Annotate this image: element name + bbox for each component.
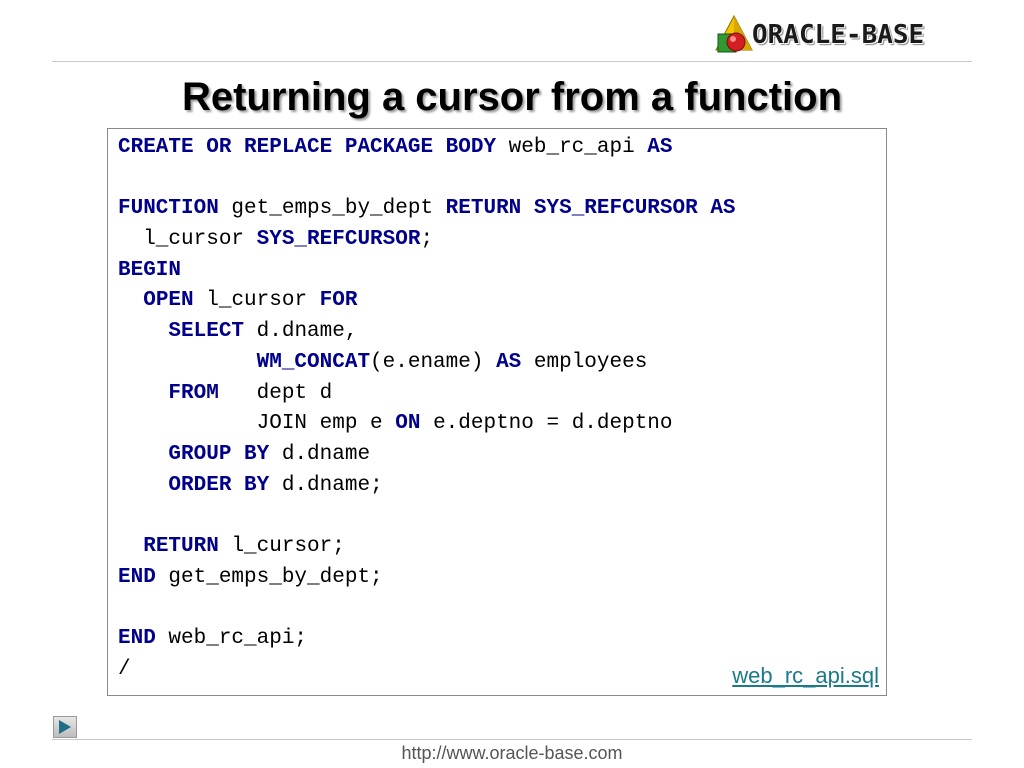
source-file-link[interactable]: web_rc_api.sql — [732, 663, 879, 688]
code-keyword: SYS_REFCURSOR — [256, 228, 421, 252]
code-text — [118, 535, 143, 558]
code-text: web_rc_api; — [155, 627, 308, 650]
code-keyword: ORDER BY — [168, 473, 270, 497]
code-line — [118, 164, 736, 195]
code-text: get_emps_by_dept; — [155, 565, 383, 589]
code-keyword: END — [118, 627, 156, 650]
code-line: BEGIN — [118, 256, 736, 287]
code-text — [118, 382, 168, 405]
code-keyword: RETURN — [143, 534, 219, 558]
code-line: FROM dept d — [118, 379, 736, 410]
code-text — [118, 351, 257, 374]
code-text — [118, 443, 168, 466]
code-text — [118, 474, 168, 497]
code-keyword: RETURN SYS_REFCURSOR AS — [445, 197, 736, 221]
code-line: / — [118, 655, 736, 686]
code-line: SELECT d.dname, — [118, 317, 736, 348]
code-keyword: SELECT — [168, 320, 245, 344]
code-keyword: FOR — [319, 289, 358, 313]
code-text: l_cursor — [118, 228, 257, 252]
code-keyword: FUNCTION — [118, 197, 219, 221]
code-text — [118, 320, 168, 343]
code-block: CREATE OR REPLACE PACKAGE BODY web_rc_ap… — [118, 133, 736, 685]
oracle-base-logo: ORACLE-BASE — [712, 14, 974, 60]
code-text: ; — [420, 228, 434, 252]
code-text: JOIN emp e — [118, 412, 396, 436]
code-text: d.dname; — [269, 473, 383, 497]
code-line: END get_emps_by_dept; — [118, 563, 736, 594]
code-keyword: END — [118, 565, 156, 589]
code-line: ORDER BY d.dname; — [118, 471, 736, 502]
code-line: OPEN l_cursor FOR — [118, 286, 736, 317]
cube-sphere-logo-icon — [715, 14, 753, 53]
code-keyword: AS — [647, 136, 673, 159]
code-line — [118, 501, 736, 532]
code-line: WM_CONCAT(e.ename) AS employees — [118, 348, 736, 379]
code-text: web_rc_api — [496, 136, 648, 159]
slide-title: Returning a cursor from a function — [181, 75, 843, 119]
play-arrow-icon — [59, 720, 71, 734]
code-line: RETURN l_cursor; — [118, 532, 736, 563]
code-keyword: BEGIN — [118, 258, 182, 282]
code-line: FUNCTION get_emps_by_dept RETURN SYS_REF… — [118, 194, 736, 225]
code-keyword: AS — [496, 350, 522, 374]
code-keyword: OPEN — [143, 289, 194, 313]
code-text — [118, 289, 143, 312]
code-line: GROUP BY d.dname — [118, 440, 736, 471]
footer-divider — [52, 739, 972, 740]
code-text: (e.ename) — [370, 350, 497, 374]
code-keyword: ON — [395, 412, 421, 436]
next-slide-button[interactable] — [53, 716, 77, 738]
code-text: d.dname — [269, 442, 371, 466]
code-line — [118, 593, 736, 624]
header-divider — [52, 61, 972, 62]
code-panel: CREATE OR REPLACE PACKAGE BODY web_rc_ap… — [107, 128, 887, 696]
code-text: employees — [521, 350, 648, 374]
code-line: CREATE OR REPLACE PACKAGE BODY web_rc_ap… — [118, 133, 736, 164]
code-keyword: WM_CONCAT — [256, 350, 371, 374]
code-line: l_cursor SYS_REFCURSOR; — [118, 225, 736, 256]
code-line: JOIN emp e ON e.deptno = d.deptno — [118, 409, 736, 440]
code-text: dept d — [218, 381, 333, 405]
code-text: l_cursor — [193, 289, 320, 313]
code-line: END web_rc_api; — [118, 624, 736, 655]
code-keyword: CREATE OR REPLACE PACKAGE BODY — [118, 136, 497, 159]
code-text: get_emps_by_dept — [218, 197, 446, 221]
code-keyword: FROM — [168, 381, 219, 405]
code-text: / — [118, 657, 131, 681]
code-text: e.deptno = d.deptno — [420, 412, 673, 436]
logo-text: ORACLE-BASE — [752, 20, 925, 50]
code-keyword: GROUP BY — [168, 442, 270, 466]
code-text: l_cursor; — [218, 534, 345, 558]
code-text: d.dname, — [244, 320, 358, 344]
footer-url: http://www.oracle-base.com — [401, 743, 623, 763]
